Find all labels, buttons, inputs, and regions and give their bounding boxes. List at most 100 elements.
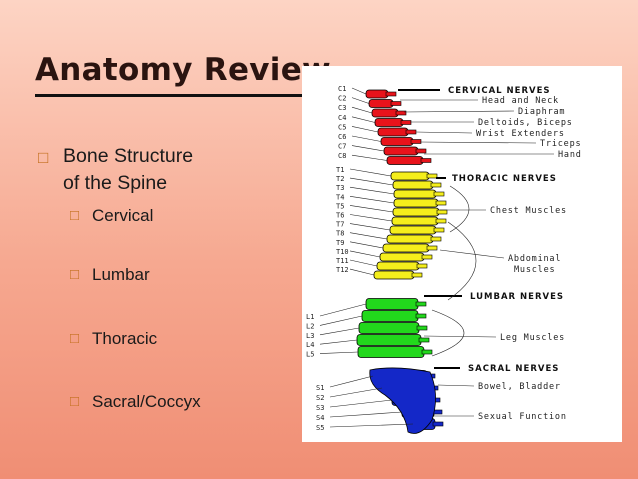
vertebra-label: T6 [336,212,344,220]
spinous-process [411,272,423,278]
spinous-process [421,349,433,355]
leader-line [349,259,378,267]
vertebra-label: T5 [336,202,344,210]
leader-line [319,303,367,317]
bullet-marker: □ [70,393,80,410]
vertebra-label: C4 [338,114,346,122]
vertebra-label: C2 [338,95,346,103]
leader-line [349,177,394,186]
target-label: Diaphram [518,107,565,117]
sub-bullet-text: Thoracic [92,329,158,348]
spinous-process [416,325,428,331]
spinous-process [435,200,447,206]
target-leader-line [419,141,537,144]
leader-line [351,106,373,114]
leader-line [351,135,382,142]
vertebra-label: T7 [336,221,344,229]
spinous-process [390,101,402,106]
leader-line [319,339,358,345]
spinous-process [430,182,442,188]
spinous-process [410,139,422,144]
sacrum-coccyx [369,367,436,434]
target-label: Head and Neck [482,96,559,106]
vertebra-l1 [365,298,419,310]
sub-bullet-text: Cervical [92,206,154,225]
nerve-heading-sacral: SACRAL NERVES [468,364,559,374]
vertebra-t4 [393,198,439,208]
vertebra-label: L5 [306,351,314,359]
vertebra-label: L1 [306,313,314,321]
leader-line [319,351,359,354]
vertebra-label: T12 [336,266,349,274]
bullet-text-line1: Bone Structure [63,145,194,167]
vertebra-label: T8 [336,230,344,238]
spinous-process [418,337,430,343]
vertebra-label: C1 [338,85,346,93]
target-label: Chest Muscles [490,206,567,216]
vertebra-label: L3 [306,332,314,340]
leader-line [349,223,391,231]
leader-line [351,145,385,152]
vertebra-l4 [356,334,422,346]
leader-line [349,241,384,249]
vertebra-c4 [374,118,404,127]
vertebra-label: S4 [316,414,324,422]
spinous-process [415,301,427,307]
vertebra-t6 [391,216,439,226]
group-bracket [431,309,465,357]
sub-bullet-cervical: □ Cervical [70,206,153,226]
vertebra-label: S5 [316,424,324,432]
sub-bullet-thoracic: □ Thoracic [70,329,157,349]
title-underline [35,94,445,97]
spinous-process [426,173,438,179]
vertebra-c7 [383,146,419,156]
vertebra-t2 [392,180,434,190]
vertebra-label: T9 [336,239,344,247]
leader-line [351,126,379,133]
leader-line [329,375,374,388]
vertebra-t12 [373,270,415,280]
spinous-process [430,236,442,242]
vertebra-label: T1 [336,166,344,174]
vertebra-t11 [376,261,420,271]
vertebra-c3 [371,108,399,118]
vertebra-label: L4 [306,341,314,349]
vertebra-l2 [361,310,419,322]
target-label: Abdominal [508,254,561,264]
nerve-heading-lumbar: LUMBAR NERVES [470,292,564,302]
target-label: Hand [558,150,582,160]
target-label: Leg Muscles [500,333,565,343]
vertebra-c1 [365,89,389,99]
leader-line [351,87,367,95]
group-bracket [449,185,470,233]
vertebra-label: L2 [306,322,314,330]
sub-bullet-sacral: □ Sacral/Coccyx [70,392,201,412]
leader-line [349,196,395,204]
vertebra-label: C7 [338,143,346,151]
vertebra-t10 [379,252,425,262]
spinous-process [415,313,427,319]
spinous-process [432,421,444,427]
vertebra-t5 [392,207,440,217]
leader-line [351,97,370,104]
vertebra-label: T11 [336,257,349,265]
spinous-process [405,129,417,135]
leader-line [351,116,376,123]
vertebra-t8 [386,234,434,244]
vertebra-l5 [357,346,425,358]
sub-bullet-text: Sacral/Coccyx [92,392,201,411]
vertebra-l3 [358,322,420,334]
spinous-process [415,148,427,154]
vertebra-label: S2 [316,394,324,402]
slide-title: Anatomy Review [35,52,331,88]
spinous-process [426,245,438,251]
diagram-panel [302,66,622,442]
bullet-bone-structure: □ Bone Structure of the Spine [38,143,193,197]
target-leader-line [403,110,515,113]
vertebra-label: C6 [338,133,346,141]
bullet-marker: □ [70,266,80,283]
bullet-marker: □ [38,148,49,167]
leader-line [349,268,375,276]
